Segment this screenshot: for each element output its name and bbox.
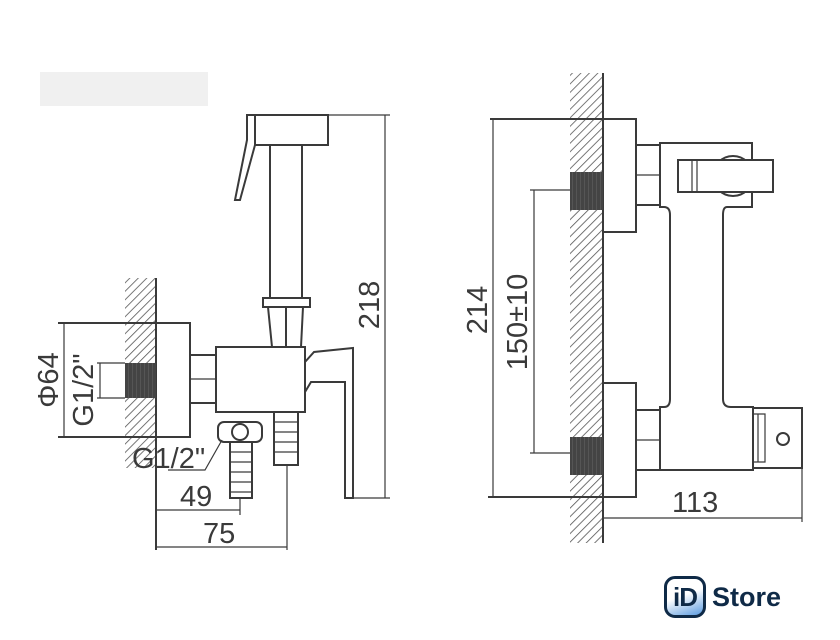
dim-height-218: 218 <box>354 281 386 329</box>
front-view-drawing: 214 150±10 113 <box>462 73 803 543</box>
dim-outlet-offset: 49 <box>180 481 212 513</box>
dim-spacing-150: 150±10 <box>502 274 534 371</box>
logo-mark: iD <box>664 576 706 618</box>
watermark <box>40 72 208 106</box>
dim-plate-diameter: Φ64 <box>33 352 65 407</box>
side-view-drawing: Φ64 G1/2" 218 G1/2" 49 75 <box>33 114 390 550</box>
dim-depth-75: 75 <box>203 518 235 550</box>
dim-height-214: 214 <box>462 286 494 334</box>
idstore-logo: iD Store <box>664 576 781 618</box>
thread <box>125 363 156 398</box>
dim-outlet-thread: G1/2" <box>132 443 205 475</box>
logo-text: Store <box>712 581 782 612</box>
dim-depth-113: 113 <box>672 487 718 519</box>
dim-thread: G1/2" <box>68 353 100 426</box>
